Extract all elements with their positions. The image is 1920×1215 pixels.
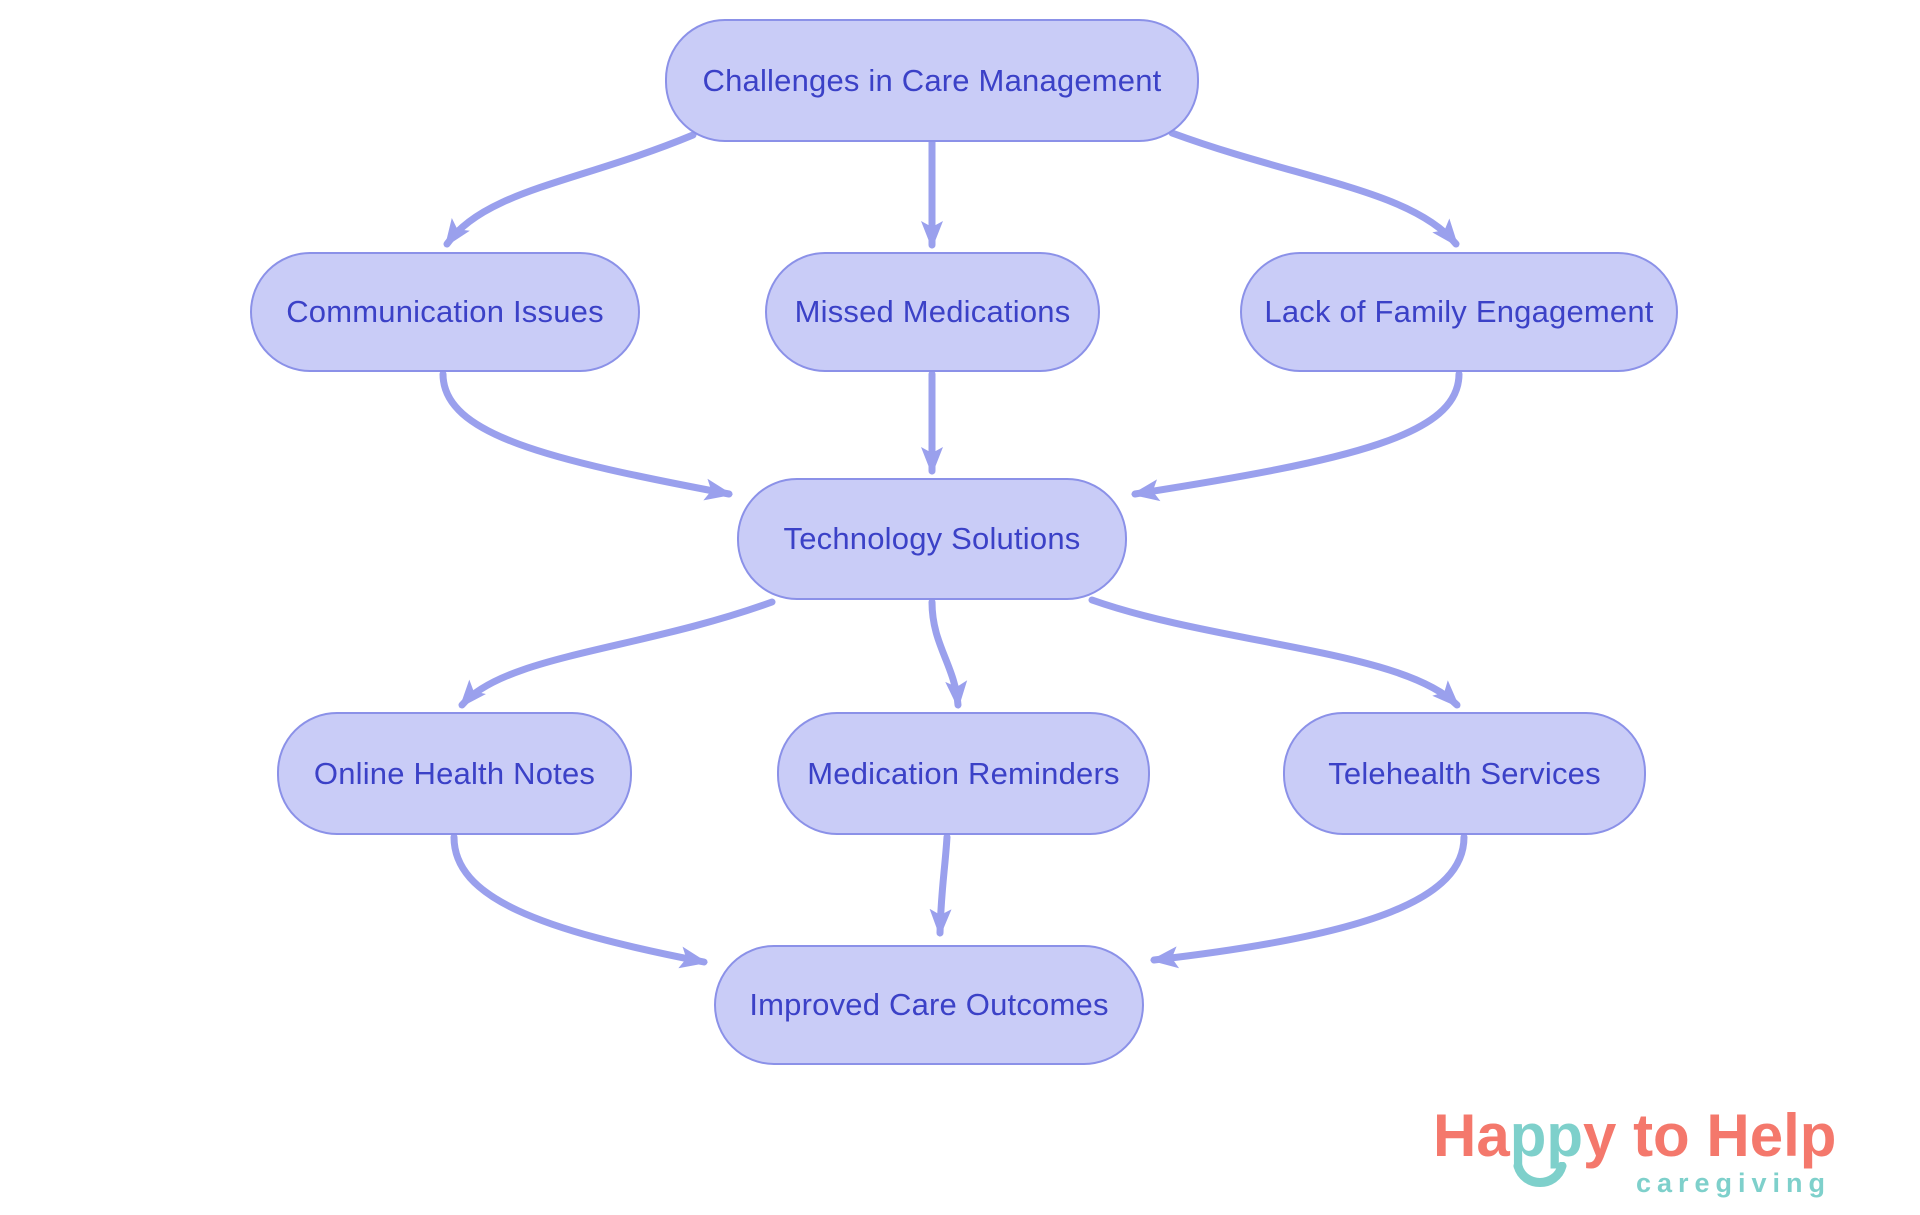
node-label: Improved Care Outcomes — [749, 987, 1109, 1022]
node-missed-medications: Missed Medications — [765, 252, 1100, 372]
edge-technology-telehealth — [1088, 596, 1461, 709]
edge-reminders-outcomes — [929, 833, 952, 937]
node-challenges-in-care-management: Challenges in Care Management — [665, 19, 1199, 142]
logo-text-to: to — [1633, 1102, 1690, 1169]
logo-text-help: Help — [1706, 1102, 1837, 1169]
edge-online-outcomes — [450, 833, 708, 969]
node-label: Challenges in Care Management — [702, 62, 1162, 98]
edge-challenges-communication — [443, 131, 697, 248]
node-medication-reminders: Medication Reminders — [777, 712, 1150, 835]
logo-text-ha: Ha — [1433, 1102, 1510, 1169]
node-label: Online Health Notes — [313, 755, 596, 791]
node-label: Communication Issues — [286, 294, 604, 329]
node-communication-issues: Communication Issues — [250, 252, 640, 372]
node-technology-solutions: Technology Solutions — [737, 478, 1127, 600]
node-lack-of-family-engagement: Lack of Family Engagement — [1240, 252, 1678, 372]
node-improved-care-outcomes: Improved Care Outcomes — [714, 945, 1144, 1065]
edge-technology-reminders — [928, 598, 968, 709]
logo-tagline: caregiving — [1635, 1168, 1831, 1198]
logo-text-y: y — [1583, 1102, 1617, 1169]
edge-telehealth-outcomes — [1150, 833, 1468, 969]
logo-text-pp: pp — [1510, 1106, 1583, 1187]
edge-communication-technology — [439, 370, 733, 501]
node-telehealth-services: Telehealth Services — [1283, 712, 1646, 835]
edge-technology-online — [458, 598, 776, 709]
edge-challenges-family — [1168, 129, 1460, 248]
node-label: Telehealth Services — [1328, 755, 1601, 791]
node-label: Medication Reminders — [807, 755, 1120, 791]
node-label: Lack of Family Engagement — [1264, 294, 1654, 329]
node-online-health-notes: Online Health Notes — [277, 712, 632, 835]
node-label: Missed Medications — [794, 294, 1071, 329]
edge-family-technology — [1131, 370, 1463, 502]
node-label: Technology Solutions — [783, 521, 1081, 556]
